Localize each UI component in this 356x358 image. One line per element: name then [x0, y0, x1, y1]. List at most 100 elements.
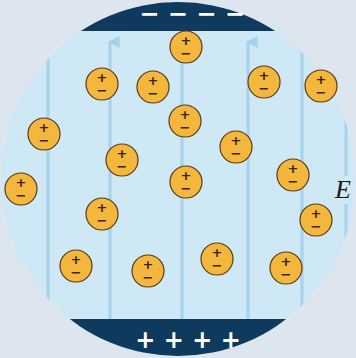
- charge-sign: +: [4, 176, 38, 189]
- charge-sign: +: [136, 74, 170, 87]
- dipole-circle: +−: [168, 104, 202, 138]
- dipole-circle: +−: [269, 251, 303, 285]
- charge-sign: +: [85, 201, 119, 214]
- dipole-circle: +−: [304, 69, 338, 103]
- dipole-charges: +−: [85, 67, 119, 97]
- dipole-circle: +−: [169, 30, 203, 64]
- dipole-charges: +−: [59, 249, 93, 279]
- dipole-circle: +−: [200, 242, 234, 276]
- dipole-circle: +−: [85, 197, 119, 231]
- charge-sign: +: [169, 169, 203, 182]
- dipole-body: [137, 71, 169, 103]
- charge-sign: +: [85, 71, 119, 84]
- dipole-body: [169, 105, 201, 137]
- plate-charge: + + + +: [135, 327, 241, 353]
- dipole-circle: +−: [169, 165, 203, 199]
- dipole-charges: +−: [299, 203, 333, 233]
- dipole-circle: +−: [105, 143, 139, 177]
- dipole-charges: +−: [304, 69, 338, 99]
- charge-sign: +: [105, 147, 139, 160]
- charge-sign: +: [299, 207, 333, 220]
- negative-plate: [0, 0, 356, 31]
- dipole-charges: +−: [247, 65, 281, 95]
- charge-sign: −: [247, 82, 281, 95]
- plate-charge: − − − −: [139, 1, 245, 27]
- plate-band: − − − −: [139, 1, 245, 27]
- charge-sign: +: [169, 34, 203, 47]
- dipole-charges: +−: [269, 251, 303, 281]
- dipole-body: [86, 68, 118, 100]
- dipole-body: [170, 31, 202, 63]
- charge-sign: +: [59, 253, 93, 266]
- charge-sign: −: [168, 121, 202, 134]
- charge-sign: −: [299, 220, 333, 233]
- charge-sign: +: [269, 255, 303, 268]
- charge-sign: +: [219, 134, 253, 147]
- dipole-body: [270, 252, 302, 284]
- charge-sign: +: [168, 108, 202, 121]
- dipole-circle: +−: [219, 130, 253, 164]
- charge-sign: −: [131, 271, 165, 284]
- dipole-charges: +−: [136, 70, 170, 100]
- charge-sign: −: [200, 259, 234, 272]
- positive-plate: [0, 319, 356, 358]
- dipole-circle: +−: [85, 67, 119, 101]
- dipole-body: [132, 255, 164, 287]
- charge-sign: −: [219, 147, 253, 160]
- field-label: E: [334, 176, 352, 204]
- charge-sign: −: [276, 175, 310, 188]
- dipole-body: [60, 250, 92, 282]
- dipole-circle: +−: [59, 249, 93, 283]
- charge-sign: −: [85, 84, 119, 97]
- charge-sign: −: [269, 268, 303, 281]
- charge-sign: −: [105, 160, 139, 173]
- dipole-circle: +−: [27, 117, 61, 151]
- charge-sign: +: [200, 246, 234, 259]
- dipole-body: [28, 118, 60, 150]
- dipole-charges: +−: [27, 117, 61, 147]
- charge-sign: −: [169, 182, 203, 195]
- dipole-circle: +−: [136, 70, 170, 104]
- dipole-circle: +−: [247, 65, 281, 99]
- dipole-charges: +−: [168, 104, 202, 134]
- plate-band: + + + +: [135, 327, 241, 353]
- charge-sign: −: [59, 266, 93, 279]
- dipole-circle: +−: [4, 172, 38, 206]
- field-line: [47, 42, 50, 320]
- dipole-charges: +−: [219, 130, 253, 160]
- dipole-charges: +−: [169, 30, 203, 60]
- charge-sign: −: [169, 47, 203, 60]
- dipole-charges: +−: [200, 242, 234, 272]
- dipole-circle: +−: [131, 254, 165, 288]
- dipole-body: [5, 173, 37, 205]
- dipole-body: [201, 243, 233, 275]
- dipole-body: [220, 131, 252, 163]
- dipole-body: [248, 66, 280, 98]
- charge-sign: −: [27, 134, 61, 147]
- charge-sign: +: [304, 73, 338, 86]
- charge-sign: −: [136, 87, 170, 100]
- dipole-body: [86, 198, 118, 230]
- dipole-body: [170, 166, 202, 198]
- charge-sign: −: [4, 189, 38, 202]
- dipole-body: [277, 159, 309, 191]
- dipole-body: [305, 70, 337, 102]
- dipole-circle: +−: [276, 158, 310, 192]
- charge-sign: +: [247, 69, 281, 82]
- dipole-charges: +−: [85, 197, 119, 227]
- dipole-charges: +−: [276, 158, 310, 188]
- dipole-charges: +−: [169, 165, 203, 195]
- dipole-body: [300, 204, 332, 236]
- charge-sign: −: [85, 214, 119, 227]
- field-lines: [48, 42, 346, 320]
- charge-sign: +: [276, 162, 310, 175]
- charge-sign: +: [131, 258, 165, 271]
- dipole-circle: +−: [299, 203, 333, 237]
- dipole-charges: +−: [105, 143, 139, 173]
- dipole-charges: +−: [4, 172, 38, 202]
- charge-sign: +: [27, 121, 61, 134]
- dipole-body: [106, 144, 138, 176]
- charge-sign: −: [304, 86, 338, 99]
